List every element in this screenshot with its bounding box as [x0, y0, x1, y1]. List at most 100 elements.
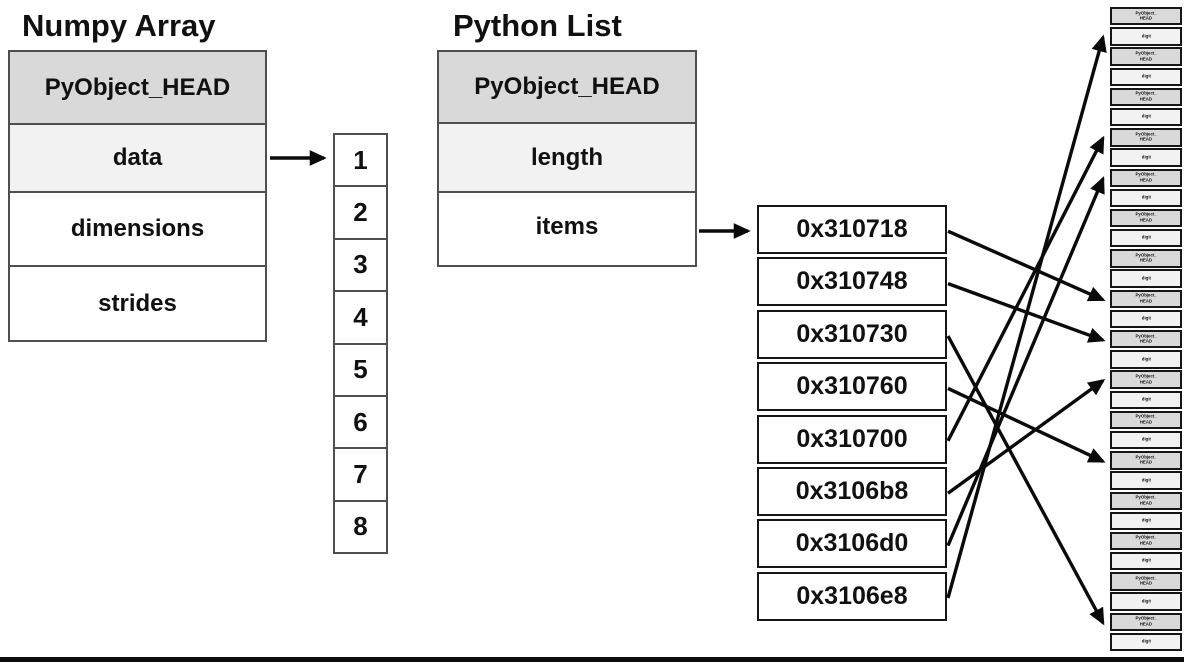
memory-object-header-text: PyObject_	[1135, 576, 1157, 581]
pointer-arrow	[946, 335, 1105, 626]
memory-object-value-cell: digit	[1110, 471, 1182, 490]
memory-object-header-cell: PyObject_HEAD	[1110, 370, 1182, 389]
pointer-cell: 0x310730	[757, 309, 947, 359]
buffer-value-cell: 3	[335, 237, 386, 290]
memory-object-header-cell: PyObject_HEAD	[1110, 249, 1182, 268]
numpy-struct-box: PyObject_HEAD data dimensions strides	[8, 50, 267, 342]
python-list-title: Python List	[453, 8, 622, 43]
memory-object-header-text: HEAD	[1139, 218, 1153, 223]
memory-object-value-text: digit	[1141, 235, 1151, 241]
memory-object-value-text: digit	[1141, 34, 1151, 39]
memory-object-header-cell: PyObject_HEAD	[1110, 289, 1182, 309]
numpy-dimensions-row: dimensions	[10, 191, 265, 265]
python-items-row: items	[439, 191, 695, 260]
memory-object-header-text: HEAD	[1139, 380, 1153, 385]
memory-object-value-cell: digit	[1110, 148, 1182, 167]
pointer-arrow	[946, 34, 1107, 599]
memory-object-value-text: digit	[1141, 639, 1151, 644]
memory-object-header-cell: PyObject_HEAD	[1110, 47, 1182, 66]
memory-object-header-text: HEAD	[1139, 16, 1153, 21]
buffer-value-cell: 5	[335, 342, 386, 395]
memory-object-value-cell: digit	[1110, 309, 1182, 329]
pointer-cell: 0x3106b8	[757, 466, 947, 516]
pointer-cell: 0x310748	[757, 257, 947, 307]
memory-object-header-text: HEAD	[1139, 299, 1153, 304]
pointer-arrow	[947, 229, 1106, 302]
memory-object-header-text: HEAD	[1139, 339, 1153, 344]
memory-object-value-text: digit	[1141, 558, 1151, 564]
memory-object-header-cell: PyObject_HEAD	[1110, 531, 1182, 551]
memory-object-value-cell: digit	[1110, 229, 1182, 248]
pointer-cell: 0x310760	[757, 362, 947, 412]
memory-object-header-text: PyObject_	[1135, 495, 1157, 500]
memory-object-value-cell: digit	[1110, 27, 1182, 46]
memory-object-header-cell: PyObject_HEAD	[1110, 451, 1182, 470]
pointer-cell: 0x310700	[757, 414, 947, 464]
memory-object-header-cell: PyObject_HEAD	[1110, 87, 1182, 107]
memory-object-header-text: HEAD	[1139, 97, 1153, 102]
memory-object-header-text: PyObject_	[1135, 253, 1157, 258]
memory-object-value-text: digit	[1141, 478, 1151, 483]
memory-object-value-cell: digit	[1110, 350, 1182, 369]
memory-object-value-cell: digit	[1110, 107, 1182, 127]
memory-object-value-cell: digit	[1110, 552, 1182, 571]
memory-object-value-cell: digit	[1110, 632, 1182, 652]
memory-object-header-text: PyObject_	[1135, 414, 1157, 420]
memory-object-header-cell: PyObject_HEAD	[1110, 128, 1182, 147]
memory-object-value-text: digit	[1141, 276, 1151, 281]
memory-object-header-text: PyObject_	[1135, 616, 1157, 622]
numpy-strides-row: strides	[10, 265, 265, 340]
buffer-value-cell: 7	[335, 447, 386, 499]
python-length-row: length	[439, 122, 695, 191]
memory-object-header-cell: PyObject_HEAD	[1110, 491, 1182, 510]
buffer-value-cell: 8	[335, 499, 386, 552]
buffer-value-cell: 2	[335, 185, 386, 237]
pointer-cell: 0x310718	[757, 205, 947, 254]
memory-object-header-text: PyObject_	[1135, 11, 1157, 16]
memory-object-header-text: PyObject_	[1135, 91, 1157, 97]
memory-object-value-text: digit	[1141, 357, 1151, 362]
memory-object-header-text: PyObject_	[1135, 374, 1157, 379]
pointer-arrow	[946, 176, 1105, 547]
memory-object-header-text: HEAD	[1139, 420, 1153, 425]
memory-object-value-text: digit	[1141, 518, 1151, 523]
memory-object-value-cell: digit	[1110, 430, 1182, 450]
memory-object-header-text: PyObject_	[1135, 334, 1157, 339]
numpy-data-row: data	[10, 123, 265, 191]
pointer-arrow	[947, 379, 1106, 495]
memory-object-header-text: HEAD	[1139, 460, 1153, 466]
memory-object-header-cell: PyObject_HEAD	[1110, 7, 1182, 26]
pointer-cell: 0x3106d0	[757, 519, 947, 569]
memory-object-header-text: HEAD	[1139, 137, 1153, 143]
memory-object-header-cell: PyObject_HEAD	[1110, 572, 1182, 591]
pointer-arrow	[946, 135, 1105, 442]
memory-object-header-cell: PyObject_HEAD	[1110, 208, 1182, 228]
memory-object-value-text: digit	[1141, 599, 1151, 604]
memory-object-value-text: digit	[1141, 155, 1151, 160]
memory-object-value-text: digit	[1141, 114, 1151, 120]
memory-object-value-text: digit	[1141, 437, 1151, 443]
pointer-arrow	[947, 386, 1106, 463]
memory-object-value-cell: digit	[1110, 67, 1182, 86]
numpy-array-title: Numpy Array	[22, 8, 216, 43]
memory-object-header-cell: PyObject_HEAD	[1110, 410, 1182, 430]
memory-object-header-text: PyObject_	[1135, 455, 1157, 460]
memory-object-value-text: digit	[1141, 74, 1151, 79]
memory-object-header-cell: PyObject_HEAD	[1110, 168, 1182, 187]
memory-object-header-text: HEAD	[1139, 258, 1153, 264]
memory-object-header-text: HEAD	[1139, 581, 1153, 587]
numpy-pyobject-head-row: PyObject_HEAD	[10, 52, 265, 123]
memory-object-value-cell: digit	[1110, 188, 1182, 208]
python-struct-box: PyObject_HEAD length items	[437, 50, 697, 267]
memory-object-header-text: HEAD	[1139, 622, 1153, 627]
memory-object-header-text: PyObject_	[1135, 212, 1157, 218]
memory-object-header-text: HEAD	[1139, 501, 1153, 506]
buffer-value-cell: 6	[335, 394, 386, 447]
memory-object-value-cell: digit	[1110, 390, 1182, 409]
memory-object-header-text: PyObject_	[1135, 535, 1157, 541]
pointer-cell: 0x3106e8	[757, 571, 947, 621]
